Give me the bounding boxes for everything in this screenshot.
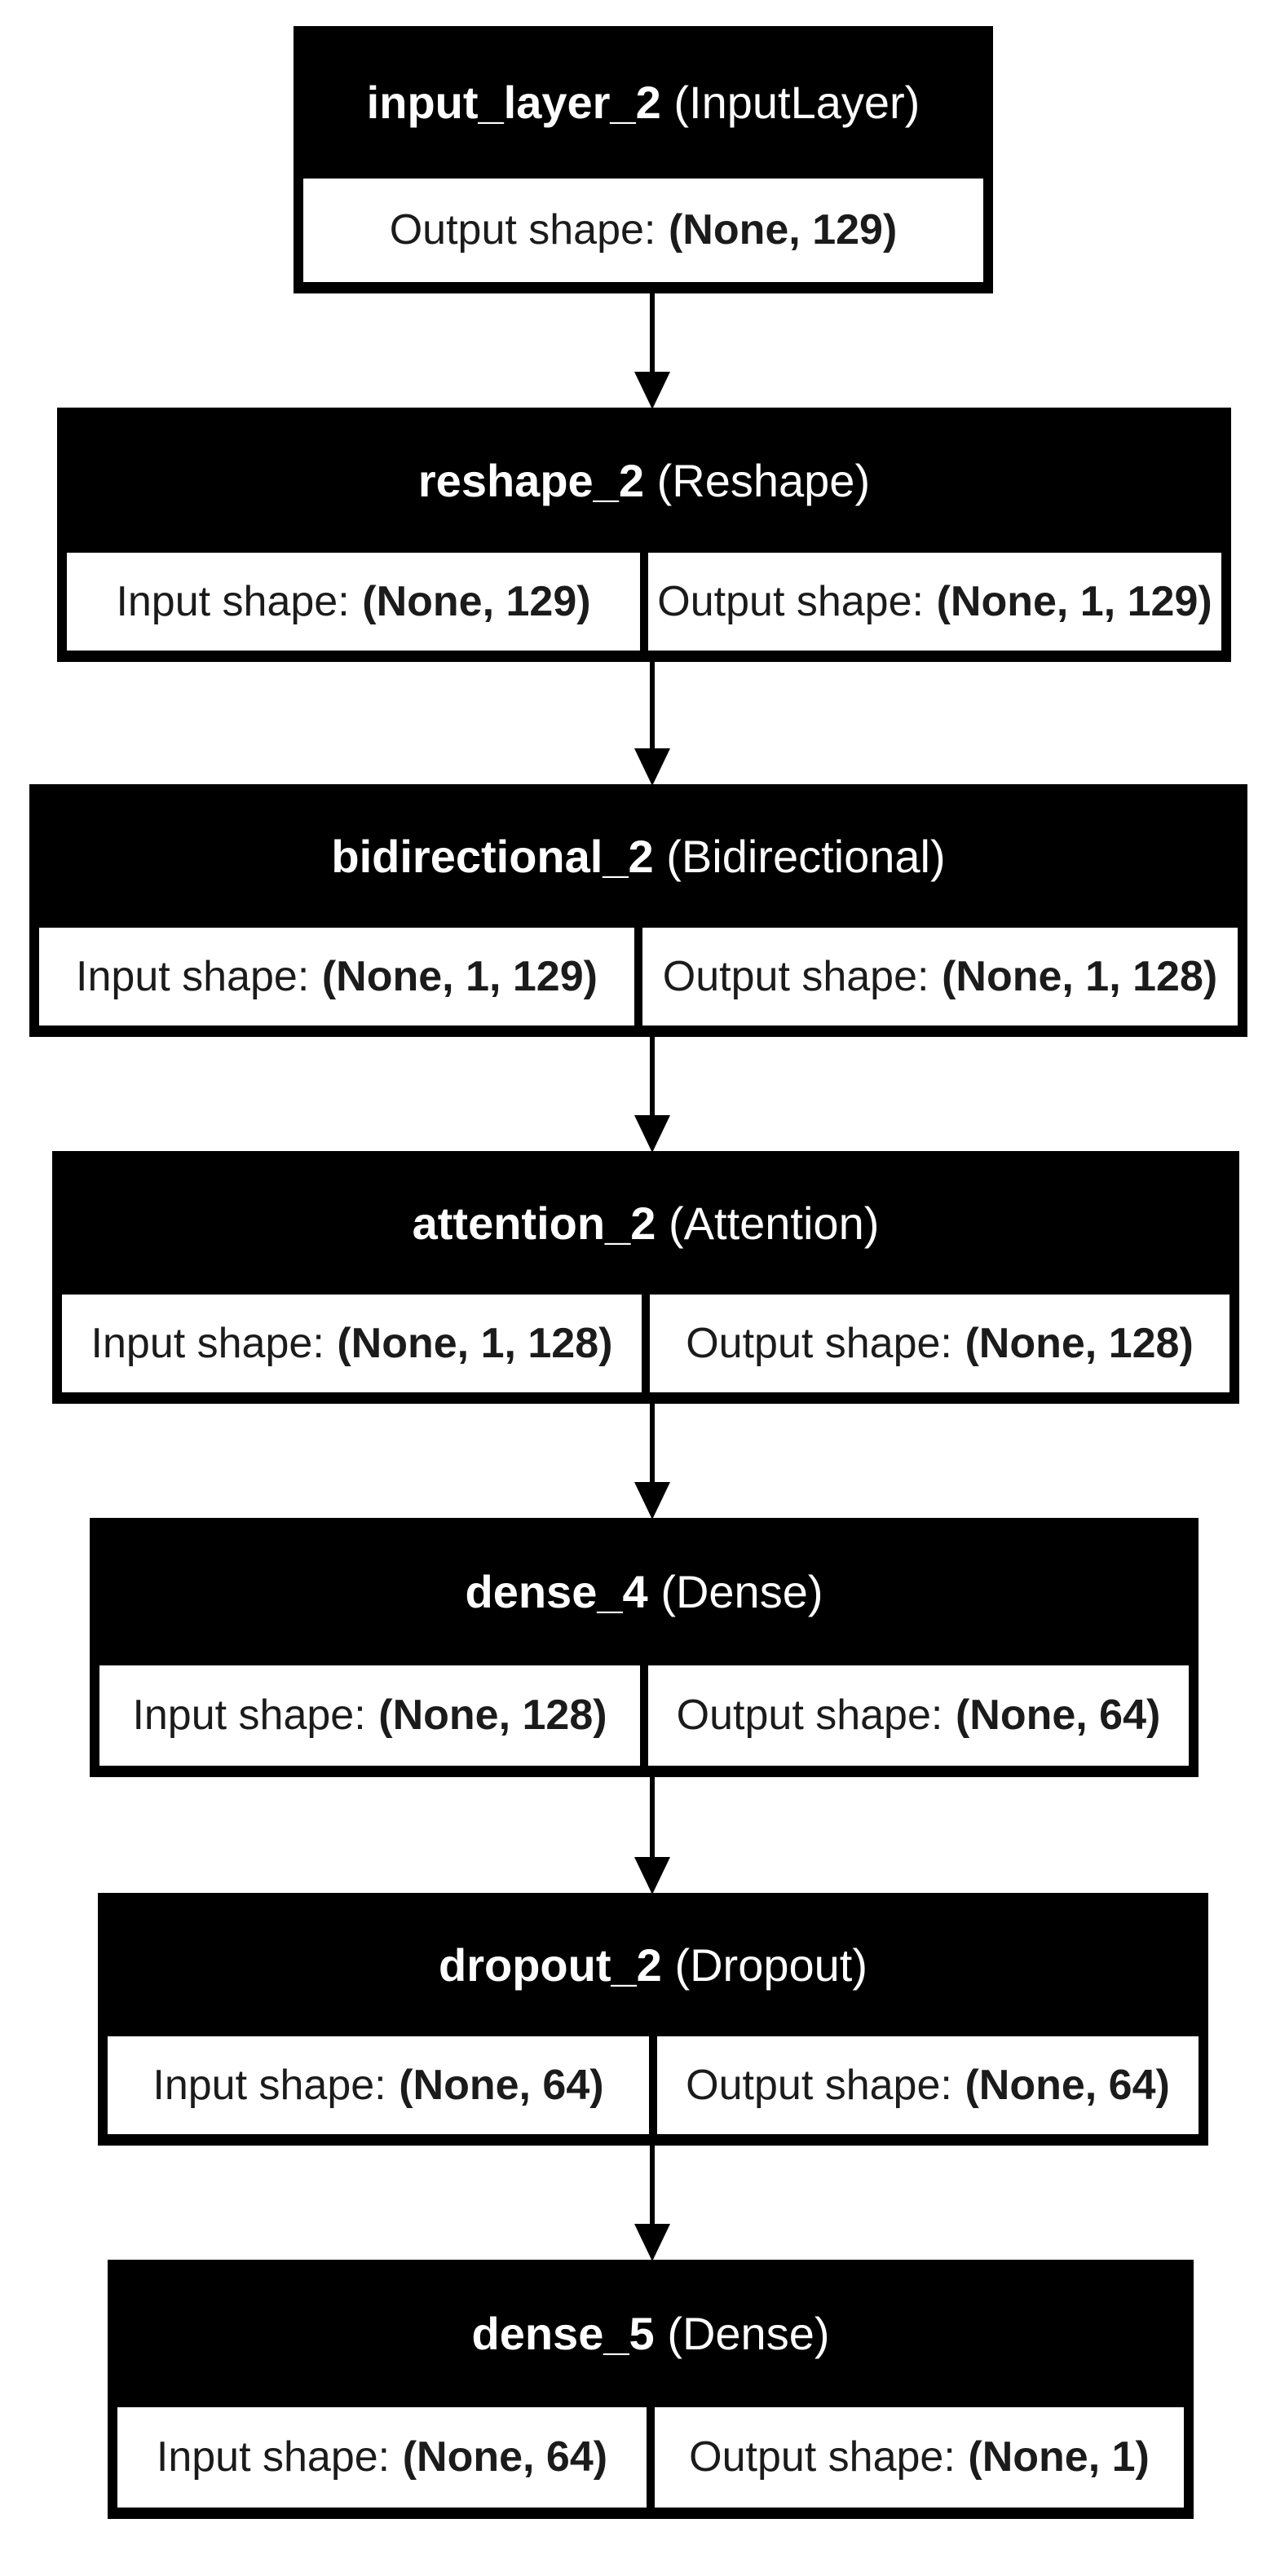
input-shape-cell: Input shape: (None, 129) bbox=[67, 552, 640, 651]
output-shape-value: (None, 1, 129) bbox=[936, 577, 1212, 625]
layer-box-dropout-2: dropout_2 (Dropout) Input shape: (None, … bbox=[98, 1893, 1208, 2146]
output-shape-cell: Output shape: (None, 64) bbox=[648, 1665, 1189, 1766]
output-shape-label: Output shape: bbox=[689, 2433, 956, 2481]
layer-name: dropout_2 bbox=[439, 1939, 662, 1992]
arrow-shaft bbox=[650, 1404, 655, 1489]
arrow-shaft bbox=[650, 1037, 655, 1122]
input-shape-value: (None, 128) bbox=[378, 1692, 607, 1740]
output-shape-cell: Output shape: (None, 1, 128) bbox=[642, 928, 1238, 1026]
connector-arrow bbox=[634, 1777, 670, 1895]
input-shape-label: Input shape: bbox=[132, 1692, 366, 1740]
layer-box-attention-2: attention_2 (Attention) Input shape: (No… bbox=[52, 1151, 1239, 1404]
arrowhead-down-icon bbox=[634, 1115, 670, 1153]
output-shape-label: Output shape: bbox=[389, 206, 656, 254]
arrow-shaft bbox=[650, 2146, 655, 2230]
layer-class: (InputLayer) bbox=[673, 77, 920, 129]
layer-name: dense_5 bbox=[471, 2308, 655, 2360]
input-shape-label: Input shape: bbox=[116, 577, 350, 625]
output-shape-value: (None, 1, 128) bbox=[942, 953, 1218, 1001]
layer-name: attention_2 bbox=[412, 1198, 656, 1250]
arrowhead-down-icon bbox=[634, 2224, 670, 2261]
connector-arrow bbox=[634, 662, 670, 786]
output-shape-label: Output shape: bbox=[657, 577, 924, 625]
layer-shape-row: Input shape: (None, 128) Output shape: (… bbox=[91, 1665, 1197, 1775]
layer-shape-row: Input shape: (None, 64) Output shape: (N… bbox=[109, 2406, 1192, 2517]
layer-header: dropout_2 (Dropout) bbox=[99, 1895, 1207, 2036]
output-shape-value: (None, 128) bbox=[965, 1320, 1194, 1368]
output-shape-value: (None, 129) bbox=[668, 206, 898, 254]
layer-class: (Attention) bbox=[669, 1198, 880, 1250]
layer-header: dense_5 (Dense) bbox=[109, 2261, 1192, 2407]
arrowhead-down-icon bbox=[634, 748, 670, 786]
arrowhead-down-icon bbox=[634, 1482, 670, 1520]
arrow-shaft bbox=[650, 293, 655, 378]
arrowhead-down-icon bbox=[634, 1857, 670, 1895]
layer-class: (Dropout) bbox=[674, 1939, 867, 1992]
output-shape-cell: Output shape: (None, 129) bbox=[303, 178, 983, 282]
layer-shape-row: Output shape: (None, 129) bbox=[295, 178, 991, 292]
input-shape-value: (None, 129) bbox=[362, 577, 591, 625]
layer-name: input_layer_2 bbox=[366, 77, 661, 129]
layer-shape-row: Input shape: (None, 1, 128) Output shape… bbox=[54, 1295, 1238, 1402]
layer-class: (Reshape) bbox=[656, 454, 871, 506]
layer-class: (Dense) bbox=[667, 2308, 830, 2360]
layer-class: (Dense) bbox=[660, 1566, 823, 1618]
input-shape-cell: Input shape: (None, 64) bbox=[117, 2406, 647, 2508]
layer-header: dense_4 (Dense) bbox=[91, 1520, 1197, 1665]
layer-name: reshape_2 bbox=[417, 454, 644, 506]
output-shape-label: Output shape: bbox=[662, 953, 929, 1001]
connector-arrow bbox=[634, 2146, 670, 2261]
arrow-shaft bbox=[650, 662, 655, 755]
layer-shape-row: Input shape: (None, 129) Output shape: (… bbox=[59, 552, 1229, 660]
input-shape-value: (None, 64) bbox=[399, 2062, 604, 2110]
input-shape-cell: Input shape: (None, 128) bbox=[99, 1665, 640, 1766]
input-shape-label: Input shape: bbox=[156, 2433, 391, 2481]
layer-header: reshape_2 (Reshape) bbox=[59, 409, 1229, 553]
layer-header: bidirectional_2 (Bidirectional) bbox=[31, 786, 1246, 928]
input-shape-label: Input shape: bbox=[76, 953, 310, 1001]
input-shape-value: (None, 64) bbox=[402, 2433, 608, 2481]
output-shape-cell: Output shape: (None, 64) bbox=[657, 2036, 1199, 2134]
output-shape-value: (None, 1) bbox=[968, 2433, 1150, 2481]
output-shape-label: Output shape: bbox=[686, 1320, 952, 1368]
layer-name: dense_4 bbox=[465, 1566, 648, 1618]
output-shape-value: (None, 64) bbox=[965, 2062, 1170, 2110]
connector-arrow bbox=[634, 1404, 670, 1520]
output-shape-cell: Output shape: (None, 1, 129) bbox=[648, 552, 1221, 651]
layer-shape-row: Input shape: (None, 64) Output shape: (N… bbox=[99, 2036, 1207, 2144]
layer-box-dense-5: dense_5 (Dense) Input shape: (None, 64) … bbox=[108, 2260, 1194, 2519]
input-shape-cell: Input shape: (None, 1, 128) bbox=[62, 1295, 642, 1392]
layer-box-bidirectional-2: bidirectional_2 (Bidirectional) Input sh… bbox=[29, 784, 1247, 1037]
output-shape-cell: Output shape: (None, 1) bbox=[655, 2406, 1184, 2508]
input-shape-label: Input shape: bbox=[152, 2062, 386, 2110]
layer-shape-row: Input shape: (None, 1, 129) Output shape… bbox=[31, 928, 1246, 1035]
layer-header: input_layer_2 (InputLayer) bbox=[295, 28, 991, 179]
input-shape-value: (None, 1, 128) bbox=[337, 1320, 613, 1368]
output-shape-label: Output shape: bbox=[686, 2062, 952, 2110]
layer-name: bidirectional_2 bbox=[331, 831, 654, 883]
layer-header: attention_2 (Attention) bbox=[54, 1153, 1238, 1295]
layer-class: (Bidirectional) bbox=[666, 831, 946, 883]
output-shape-label: Output shape: bbox=[676, 1692, 943, 1740]
connector-arrow bbox=[634, 293, 670, 409]
input-shape-label: Input shape: bbox=[90, 1320, 324, 1368]
connector-arrow bbox=[634, 1037, 670, 1153]
arrowhead-down-icon bbox=[634, 372, 670, 409]
input-shape-cell: Input shape: (None, 64) bbox=[108, 2036, 649, 2134]
output-shape-cell: Output shape: (None, 128) bbox=[650, 1295, 1229, 1392]
layer-box-reshape-2: reshape_2 (Reshape) Input shape: (None, … bbox=[57, 408, 1231, 662]
arrow-shaft bbox=[650, 1777, 655, 1864]
layer-box-input-layer-2: input_layer_2 (InputLayer) Output shape:… bbox=[294, 26, 993, 293]
input-shape-value: (None, 1, 129) bbox=[321, 953, 598, 1001]
output-shape-value: (None, 64) bbox=[955, 1692, 1161, 1740]
input-shape-cell: Input shape: (None, 1, 129) bbox=[39, 928, 634, 1026]
layer-box-dense-4: dense_4 (Dense) Input shape: (None, 128)… bbox=[90, 1518, 1199, 1777]
